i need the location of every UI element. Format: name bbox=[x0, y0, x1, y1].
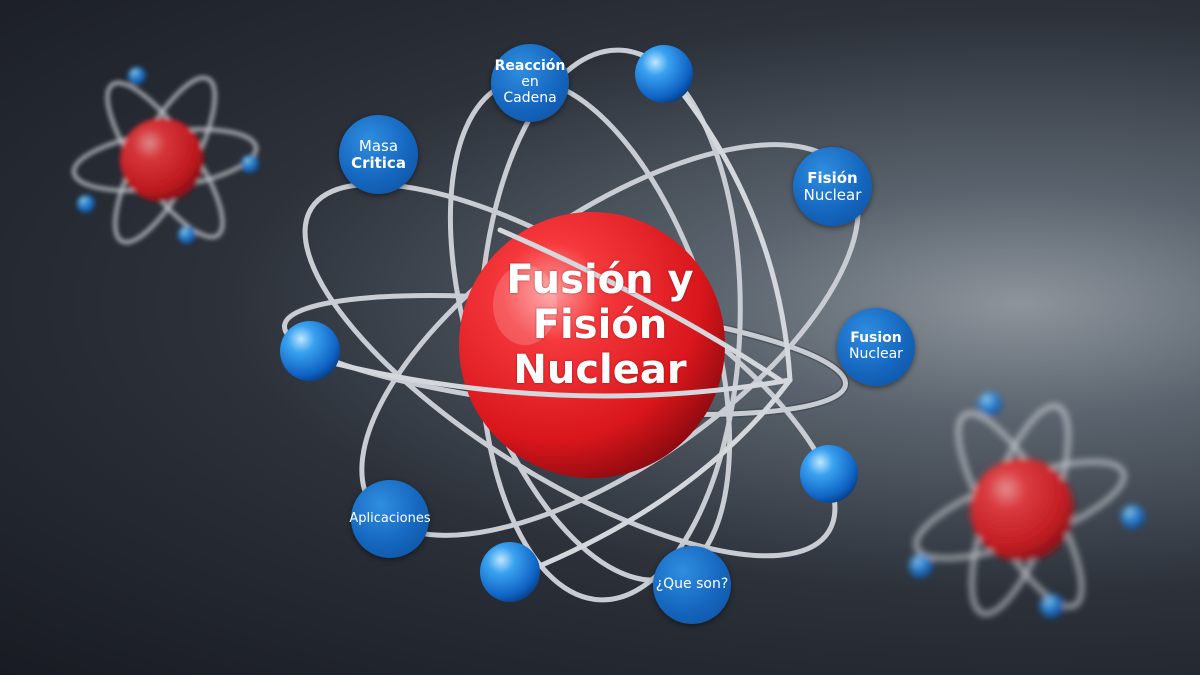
electron-sphere bbox=[280, 321, 340, 381]
topic-label: Masa bbox=[358, 136, 399, 155]
electron-sphere bbox=[635, 45, 693, 103]
topic-label: Nuclear bbox=[849, 346, 903, 362]
topic-label: ¿Que son? bbox=[655, 576, 729, 593]
topic-label: Cadena bbox=[503, 89, 557, 106]
topic-label: Critica bbox=[351, 153, 406, 172]
title-line: Fusión y bbox=[506, 257, 694, 303]
topic-fision-nuclear[interactable]: Fisión Nuclear bbox=[793, 147, 872, 226]
title-line: Fisión bbox=[532, 302, 668, 348]
topic-label: Aplicaciones bbox=[349, 510, 431, 526]
topic-label: Nuclear bbox=[803, 185, 862, 204]
electron-sphere bbox=[800, 445, 858, 503]
background-atom-bottom-right bbox=[909, 392, 1145, 618]
topic-reaccion-en-cadena[interactable]: Reacción en Cadena bbox=[491, 44, 569, 122]
electron-sphere bbox=[480, 542, 540, 602]
nucleus-highlight bbox=[493, 265, 557, 345]
topic-aplicaciones[interactable]: Aplicaciones bbox=[349, 480, 431, 558]
presentation-title: Fusión y Fisión Nuclear bbox=[440, 258, 760, 393]
front-orbit-segments bbox=[317, 87, 793, 573]
topic-label: Fusion bbox=[850, 330, 902, 347]
topic-label: Fisión bbox=[807, 168, 858, 187]
topic-label: Reacción bbox=[494, 58, 566, 75]
background-atom-top-left bbox=[72, 67, 259, 245]
nucleus-sphere bbox=[459, 212, 725, 478]
topic-fusion-nuclear[interactable]: Fusion Nuclear bbox=[837, 308, 915, 386]
topic-label: en bbox=[521, 74, 539, 91]
topic-que-son[interactable]: ¿Que son? bbox=[653, 546, 731, 624]
topic-masa-critica[interactable]: Masa Critica bbox=[339, 115, 418, 194]
title-line: Nuclear bbox=[513, 347, 687, 393]
